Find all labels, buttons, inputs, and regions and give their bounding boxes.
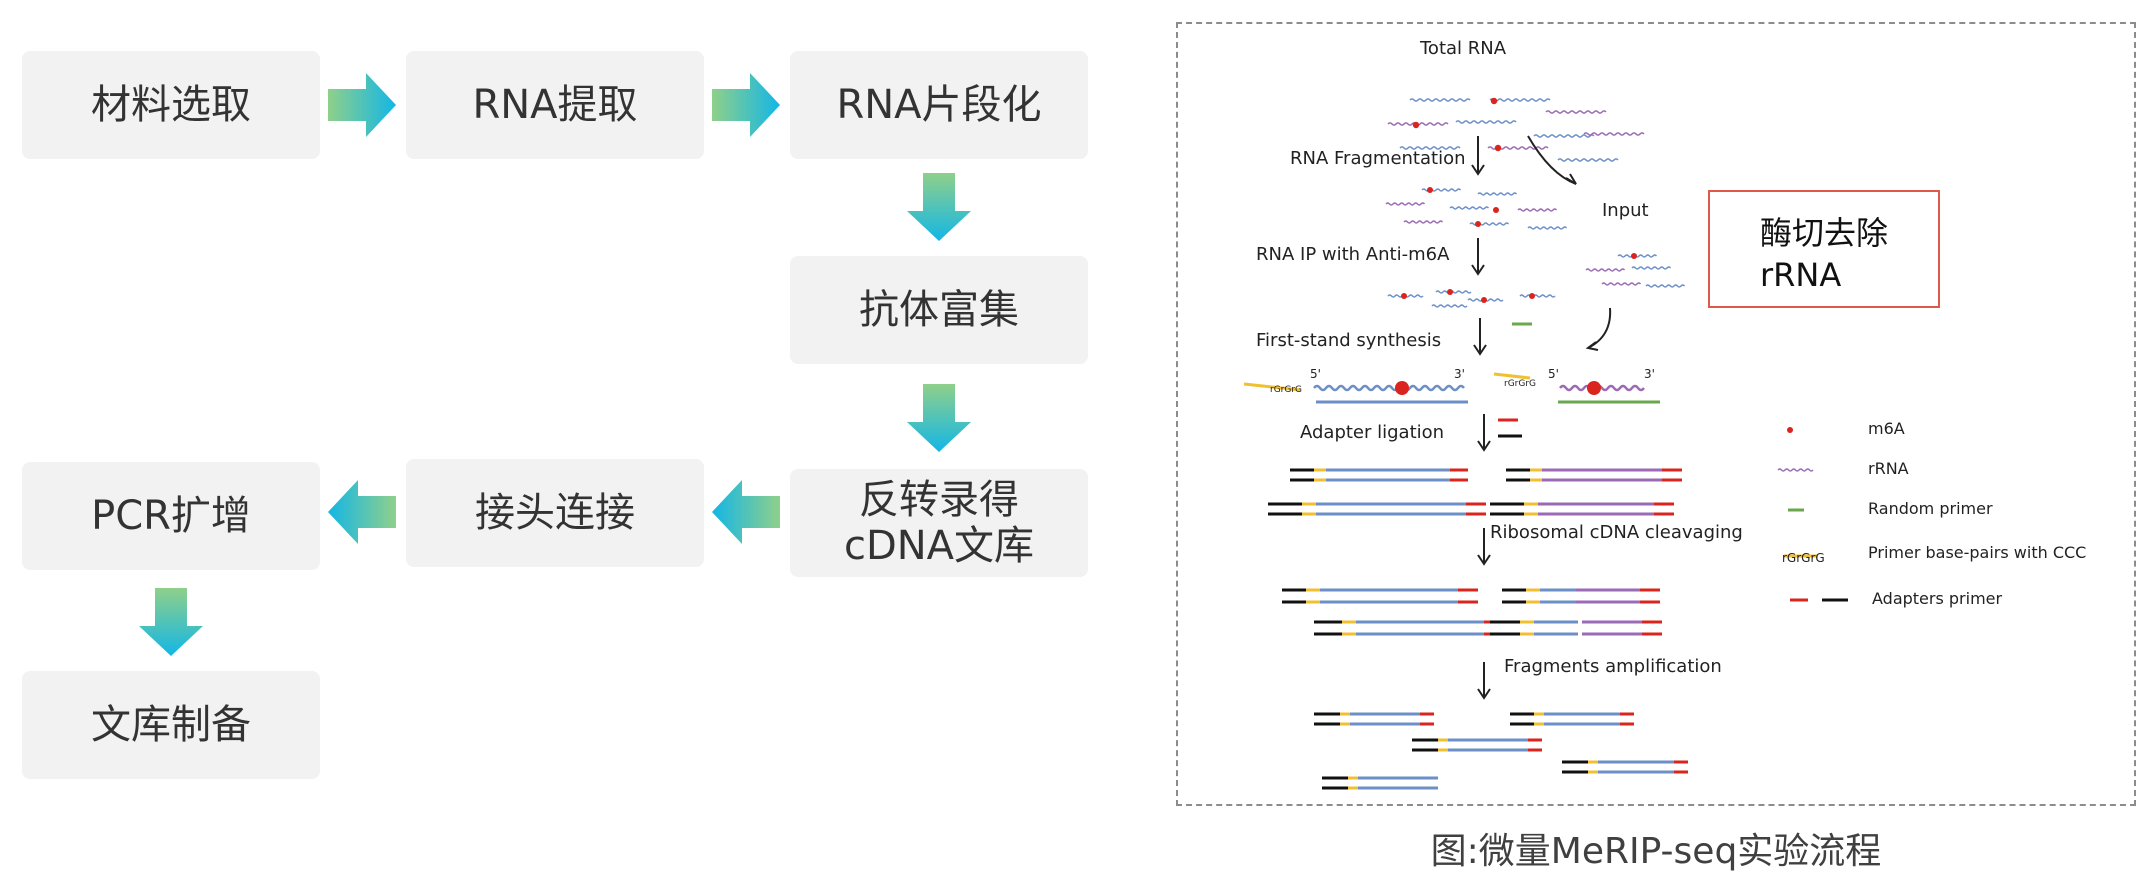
m6a-dot (1475, 221, 1481, 227)
curved-arrow-icon (1527, 135, 1577, 185)
figure-caption: 图:微量MeRIP-seq实验流程 (1430, 831, 1882, 872)
total-rna-wave (1557, 158, 1619, 162)
figure-drawing (1243, 97, 1848, 790)
m6a-dot (1587, 381, 1601, 395)
ip-fragment-wave (1431, 304, 1468, 308)
step-antibody-enrichment: 抗体富集 (790, 256, 1088, 364)
arrow-right-icon (328, 73, 396, 137)
step-fragmentation: RNA片段化 (790, 51, 1088, 159)
down-arrow-icon (1477, 688, 1491, 700)
legend-primer-ccc: Primer base-pairs with CCC (1868, 543, 2086, 562)
legend-rrna-wave (1777, 468, 1814, 472)
arrow-down-icon (907, 384, 971, 452)
label-5prime-b: 5' (1548, 367, 1559, 381)
legend-random-primer: Random primer (1868, 499, 1993, 518)
legend-adapters: Adapters primer (1872, 589, 2003, 608)
step-reverse-transcription-line1: 反转录得 (859, 477, 1019, 523)
label-fragmentation: RNA Fragmentation (1290, 148, 1466, 169)
step-reverse-transcription-line2: cDNA文库 (843, 523, 1035, 569)
arrow-right-icon (712, 73, 780, 137)
label-amplification: Fragments amplification (1504, 656, 1722, 677)
ccc-primer-segment (1243, 382, 1301, 392)
input-fragment-wave (1601, 282, 1642, 286)
down-arrow-icon (1471, 164, 1485, 176)
step-reverse-transcription: 反转录得 cDNA文库 (790, 469, 1088, 577)
m6a-dot (1494, 144, 1502, 152)
total-rna-wave (1533, 134, 1595, 138)
fragment-wave (1517, 208, 1558, 212)
label-adapter: Adapter ligation (1300, 422, 1444, 443)
arrow-left-icon (712, 480, 780, 544)
input-fragment-wave (1617, 254, 1658, 258)
input-fragment-wave (1585, 268, 1626, 272)
arrow-down-icon (907, 173, 971, 241)
first-strand-rna-wave (1559, 384, 1645, 392)
total-rna-wave (1489, 98, 1551, 102)
down-arrow-icon (1477, 440, 1491, 452)
fragment-wave (1527, 226, 1568, 230)
label-first-strand: First-stand synthesis (1256, 330, 1441, 351)
m6a-dot (1427, 187, 1433, 193)
label-total-rna: Total RNA (1419, 38, 1507, 59)
label-rgrgrg-b: rGrGrG (1504, 379, 1536, 389)
legend-m6a: m6A (1868, 419, 1905, 438)
m6a-dot (1631, 253, 1637, 259)
step-pcr: PCR扩增 (22, 462, 320, 570)
rrna-removal-note-line2: rRNA (1760, 256, 1842, 294)
total-rna-wave (1545, 110, 1607, 114)
m6a-dot (1481, 297, 1487, 303)
m6a-dot (1493, 207, 1499, 213)
down-arrow-icon (1473, 344, 1487, 356)
total-rna-wave (1455, 120, 1517, 124)
label-3prime-b: 3' (1644, 367, 1655, 381)
legend-rrna: rRNA (1868, 459, 1909, 478)
label-3prime-a: 3' (1454, 367, 1465, 381)
label-rgrgrg-a: rGrGrG (1270, 385, 1302, 395)
curved-arrow-icon (1565, 173, 1577, 185)
first-strand-rna-wave (1313, 384, 1465, 392)
step-adapter-ligation: 接头连接 (406, 459, 704, 567)
step-rna-extraction: RNA提取 (406, 51, 704, 159)
down-arrow-icon (1477, 554, 1491, 566)
rrna-removal-note-line1: 酶切去除 (1760, 214, 1889, 252)
input-fragment-wave (1631, 266, 1672, 270)
curved-arrow-icon (1587, 307, 1612, 349)
label-cleavage: Ribosomal cDNA cleavaging (1490, 522, 1743, 543)
total-rna-wave (1409, 98, 1471, 102)
m6a-dot (1395, 381, 1409, 395)
input-fragment-wave (1645, 284, 1686, 288)
step-material: 材料选取 (22, 51, 320, 159)
arrow-down-icon (139, 588, 203, 656)
step-library-prep: 文库制备 (22, 671, 320, 779)
label-5prime-a: 5' (1310, 367, 1321, 381)
total-rna-wave (1583, 132, 1645, 136)
ip-fragment-wave (1435, 290, 1472, 294)
m6a-dot (1412, 121, 1420, 129)
rrna-removal-note: 酶切去除 rRNA (1708, 190, 1940, 308)
label-input: Input (1602, 200, 1649, 221)
arrow-left-icon (328, 480, 396, 544)
m6a-dot (1447, 289, 1453, 295)
label-ip: RNA IP with Anti-m6A (1256, 244, 1450, 265)
m6a-dot (1529, 293, 1535, 299)
ccc-primer-segment (1493, 372, 1531, 380)
fragment-wave (1449, 206, 1490, 210)
ip-fragment-wave (1519, 294, 1556, 298)
legend-m6a-dot (1787, 427, 1793, 433)
down-arrow-icon (1471, 264, 1485, 276)
m6a-dot (1401, 293, 1407, 299)
fragment-wave (1385, 202, 1426, 206)
total-rna-wave (1399, 146, 1461, 150)
merip-figure-panel: Total RNA RNA Fragmentation Input RNA IP… (1176, 22, 2136, 806)
fragment-wave (1403, 220, 1444, 224)
fragment-wave (1477, 192, 1518, 196)
legend-rgrgrg: rGrGrG (1782, 551, 1825, 565)
curved-arrow-icon (1585, 341, 1599, 351)
m6a-dot (1490, 97, 1498, 105)
